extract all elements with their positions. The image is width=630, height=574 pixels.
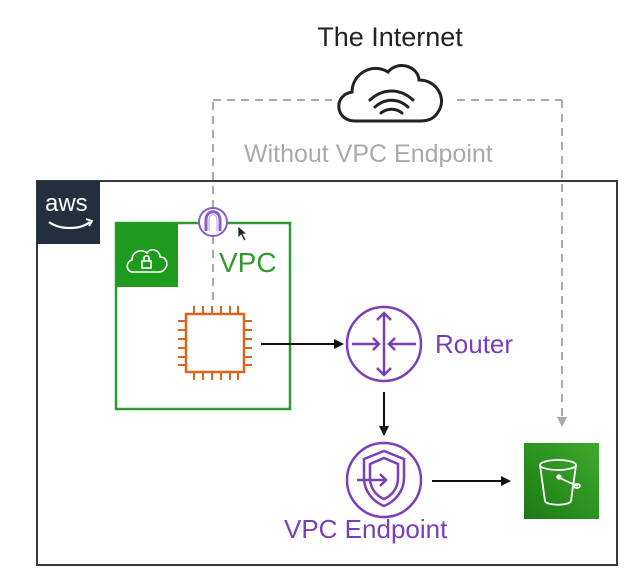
router-icon[interactable]	[345, 305, 423, 383]
internet-cloud-icon	[337, 64, 443, 123]
ec2-instance-chip-icon[interactable]	[178, 306, 252, 380]
mouse-cursor-icon	[237, 225, 249, 242]
s3-bucket-icon[interactable]	[524, 443, 599, 519]
vpc-cloud-lock-icon	[126, 248, 168, 273]
vpc-label: VPC	[219, 247, 277, 278]
router-label: Router	[435, 329, 514, 359]
without-endpoint-label: Without VPC Endpoint	[244, 140, 493, 168]
internet-gateway-icon[interactable]	[198, 207, 228, 237]
aws-cloud-frame	[36, 180, 618, 566]
chip-pins	[178, 306, 252, 380]
vpc-endpoint-shield-icon[interactable]	[345, 441, 423, 519]
aws-logo	[37, 181, 100, 244]
aws-logo-text: aws	[45, 190, 88, 217]
internet-label: The Internet	[317, 22, 463, 52]
without-endpoint-path	[212, 99, 567, 427]
vpc-endpoint-label: VPC Endpoint	[284, 514, 448, 544]
